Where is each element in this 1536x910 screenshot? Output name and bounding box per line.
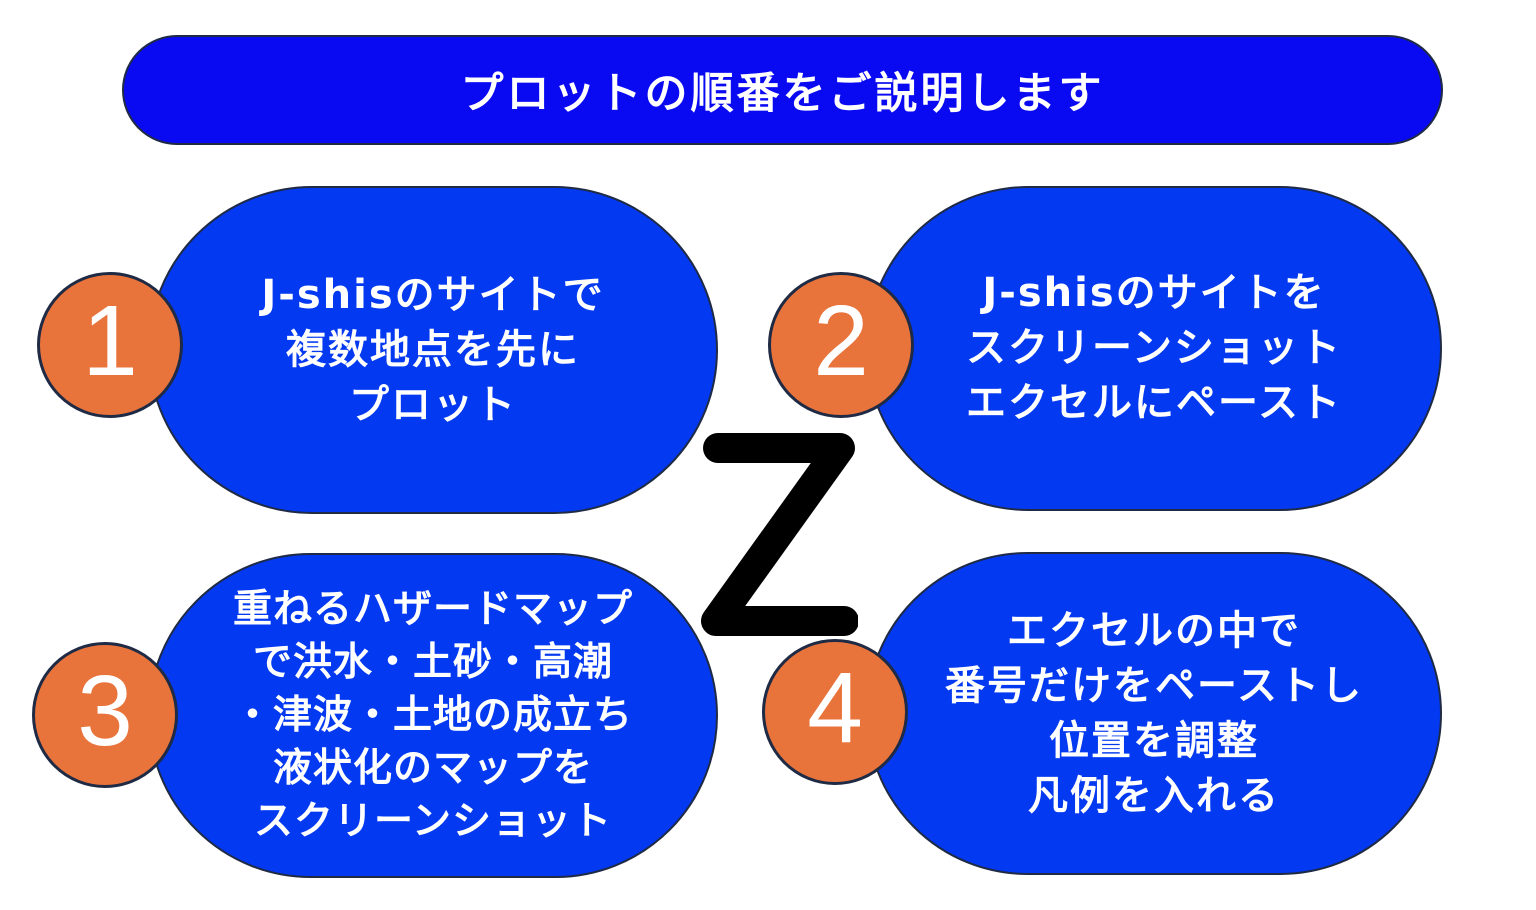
step-1-line-1: J-shisのサイトで — [261, 271, 605, 318]
step-number-1: 1 — [82, 285, 138, 397]
step-1-line-2: 複数地点を先に — [286, 326, 580, 373]
step-number-4: 4 — [807, 652, 863, 764]
slide-title: プロットの順番をご説明します — [460, 69, 1105, 119]
step-4-line-3: 位置を調整 — [1049, 717, 1259, 764]
step-box-4: エクセルの中で 番号だけをペーストし 位置を調整 凡例を入れる — [866, 552, 1442, 875]
step-box-2: J-shisのサイトを スクリーンショット エクセルにペースト — [866, 186, 1442, 511]
step-2-line-1: J-shisのサイトを — [982, 270, 1326, 316]
step-box-1: J-shisのサイトで 複数地点を先に プロット — [148, 186, 718, 514]
step-4-line-4: 凡例を入れる — [1028, 772, 1280, 819]
step-4-line-1: エクセルの中で — [1007, 607, 1301, 654]
step-3-line-5: スクリーンショット — [253, 799, 613, 844]
step-3-line-3: ・津波・土地の成立ち — [232, 693, 633, 738]
step-number-badge-4: 4 — [762, 639, 908, 785]
step-4-line-2: 番号だけをペーストし — [945, 662, 1363, 709]
step-3-line-2: で洪水・土砂・高潮 — [252, 640, 613, 685]
step-number-badge-2: 2 — [768, 272, 914, 418]
step-3-line-4: 液状化のマップを — [272, 746, 593, 791]
step-3-line-1: 重ねるハザードマップ — [232, 587, 633, 632]
z-order-icon — [701, 433, 858, 636]
title-banner: プロットの順番をご説明します — [122, 35, 1443, 145]
step-box-3: 重ねるハザードマップ で洪水・土砂・高潮 ・津波・土地の成立ち 液状化のマップを… — [148, 553, 718, 878]
z-order-path — [701, 433, 858, 636]
step-number-3: 3 — [77, 655, 133, 767]
step-number-badge-3: 3 — [32, 642, 178, 788]
step-2-line-2: スクリーンショット — [966, 325, 1342, 371]
step-1-line-3: プロット — [349, 381, 517, 428]
step-number-2: 2 — [813, 285, 869, 397]
step-number-badge-1: 1 — [37, 272, 183, 418]
step-2-line-3: エクセルにペースト — [966, 380, 1342, 426]
